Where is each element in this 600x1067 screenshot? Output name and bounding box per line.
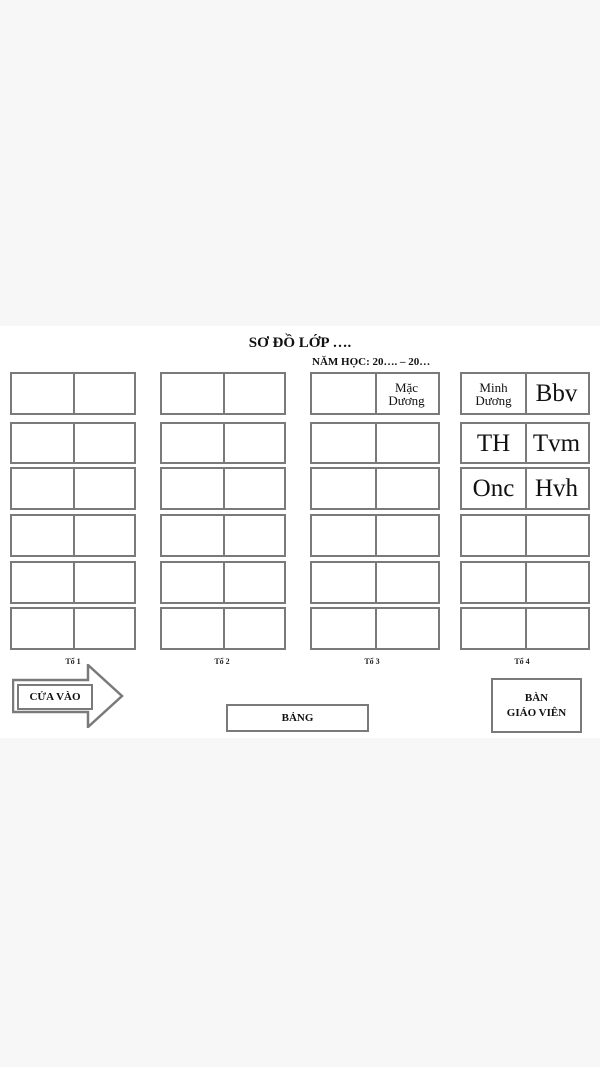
desk-to4-row1: Minh Dương Bbv (460, 372, 590, 415)
seat-right[interactable] (73, 609, 134, 648)
seat-left[interactable] (462, 563, 525, 602)
seat-left[interactable] (162, 469, 223, 508)
seat-left[interactable] (12, 516, 73, 555)
seat-left[interactable] (312, 516, 375, 555)
seat-right[interactable] (73, 374, 134, 413)
seat-right[interactable] (375, 469, 438, 508)
desk-to3-row1: Mặc Dương (310, 372, 440, 415)
seat-left[interactable] (312, 424, 375, 462)
teacher-desk-line1: BÀN (524, 691, 549, 704)
seat-left[interactable] (162, 424, 223, 462)
desk-to3-row6 (310, 607, 440, 650)
teacher-desk-line2: GIÁO VIÊN (506, 706, 567, 719)
seat-right[interactable] (223, 469, 284, 508)
desk-to3-row2 (310, 422, 440, 464)
teacher-desk: BÀN GIÁO VIÊN (491, 678, 582, 733)
seat-right[interactable] (525, 563, 588, 602)
seat-left[interactable] (12, 609, 73, 648)
seat-left[interactable] (462, 516, 525, 555)
seat-right[interactable] (375, 563, 438, 602)
seat-left[interactable] (162, 609, 223, 648)
seat-right[interactable] (375, 424, 438, 462)
desk-to4-row3: Onc Hvh (460, 467, 590, 510)
seat-left[interactable] (12, 424, 73, 462)
desk-to3-row3 (310, 467, 440, 510)
seat-left[interactable] (12, 563, 73, 602)
group-label: Tổ 1 (65, 657, 81, 666)
desk-to2-row4 (160, 514, 286, 557)
seat-left[interactable] (312, 609, 375, 648)
desk-to1-row2 (10, 422, 136, 464)
desk-to2-row5 (160, 561, 286, 604)
desk-to4-row4 (460, 514, 590, 557)
seat-left[interactable] (162, 516, 223, 555)
seat-right[interactable]: Mặc Dương (388, 379, 425, 408)
seat-right[interactable] (525, 516, 588, 555)
seat-right[interactable] (223, 609, 284, 648)
school-year-label: NĂM HỌC: 20…. – 20… (312, 356, 431, 368)
desk-to2-row2 (160, 422, 286, 464)
seat-left[interactable] (12, 469, 73, 508)
desk-to1-row5 (10, 561, 136, 604)
seat-right[interactable] (223, 374, 284, 413)
desk-to1-row6 (10, 607, 136, 650)
group-label: Tổ 4 (514, 657, 530, 666)
group-label: Tổ 3 (364, 657, 380, 666)
seat-right[interactable] (73, 563, 134, 602)
seat-right[interactable] (223, 563, 284, 602)
seat-left[interactable] (312, 374, 375, 413)
desk-to2-row3 (160, 467, 286, 510)
seat-right[interactable]: Tvm (532, 429, 581, 457)
seat-left[interactable] (162, 563, 223, 602)
desk-to2-row6 (160, 607, 286, 650)
desk-to4-row5 (460, 561, 590, 604)
seat-left[interactable] (12, 374, 73, 413)
desk-to4-row6 (460, 607, 590, 650)
desk-to1-row1 (10, 372, 136, 415)
seat-left[interactable] (312, 469, 375, 508)
seat-right[interactable]: Hvh (534, 475, 579, 502)
seat-right[interactable] (375, 516, 438, 555)
seat-right[interactable] (223, 424, 284, 462)
group-label: Tổ 2 (214, 657, 230, 666)
seat-left[interactable]: Minh Dương (475, 379, 512, 408)
seat-right[interactable] (73, 516, 134, 555)
desk-to4-row2: TH Tvm (460, 422, 590, 464)
seat-left[interactable] (312, 563, 375, 602)
seat-right[interactable] (375, 609, 438, 648)
entrance-label: CỬA VÀO (17, 684, 93, 710)
seat-right[interactable] (525, 609, 588, 648)
blackboard: BẢNG (226, 704, 369, 732)
desk-to1-row4 (10, 514, 136, 557)
seat-left[interactable] (462, 609, 525, 648)
chart-title: SƠ ĐỒ LỚP …. (248, 335, 352, 351)
seat-left[interactable]: TH (476, 429, 511, 457)
desk-to2-row1 (160, 372, 286, 415)
seat-right[interactable]: Bbv (535, 380, 578, 407)
seat-right[interactable] (73, 424, 134, 462)
desk-to3-row4 (310, 514, 440, 557)
seat-right[interactable] (223, 516, 284, 555)
seat-right[interactable] (73, 469, 134, 508)
desk-to1-row3 (10, 467, 136, 510)
seat-left[interactable] (162, 374, 223, 413)
desk-to3-row5 (310, 561, 440, 604)
seat-left[interactable]: Onc (472, 475, 515, 502)
